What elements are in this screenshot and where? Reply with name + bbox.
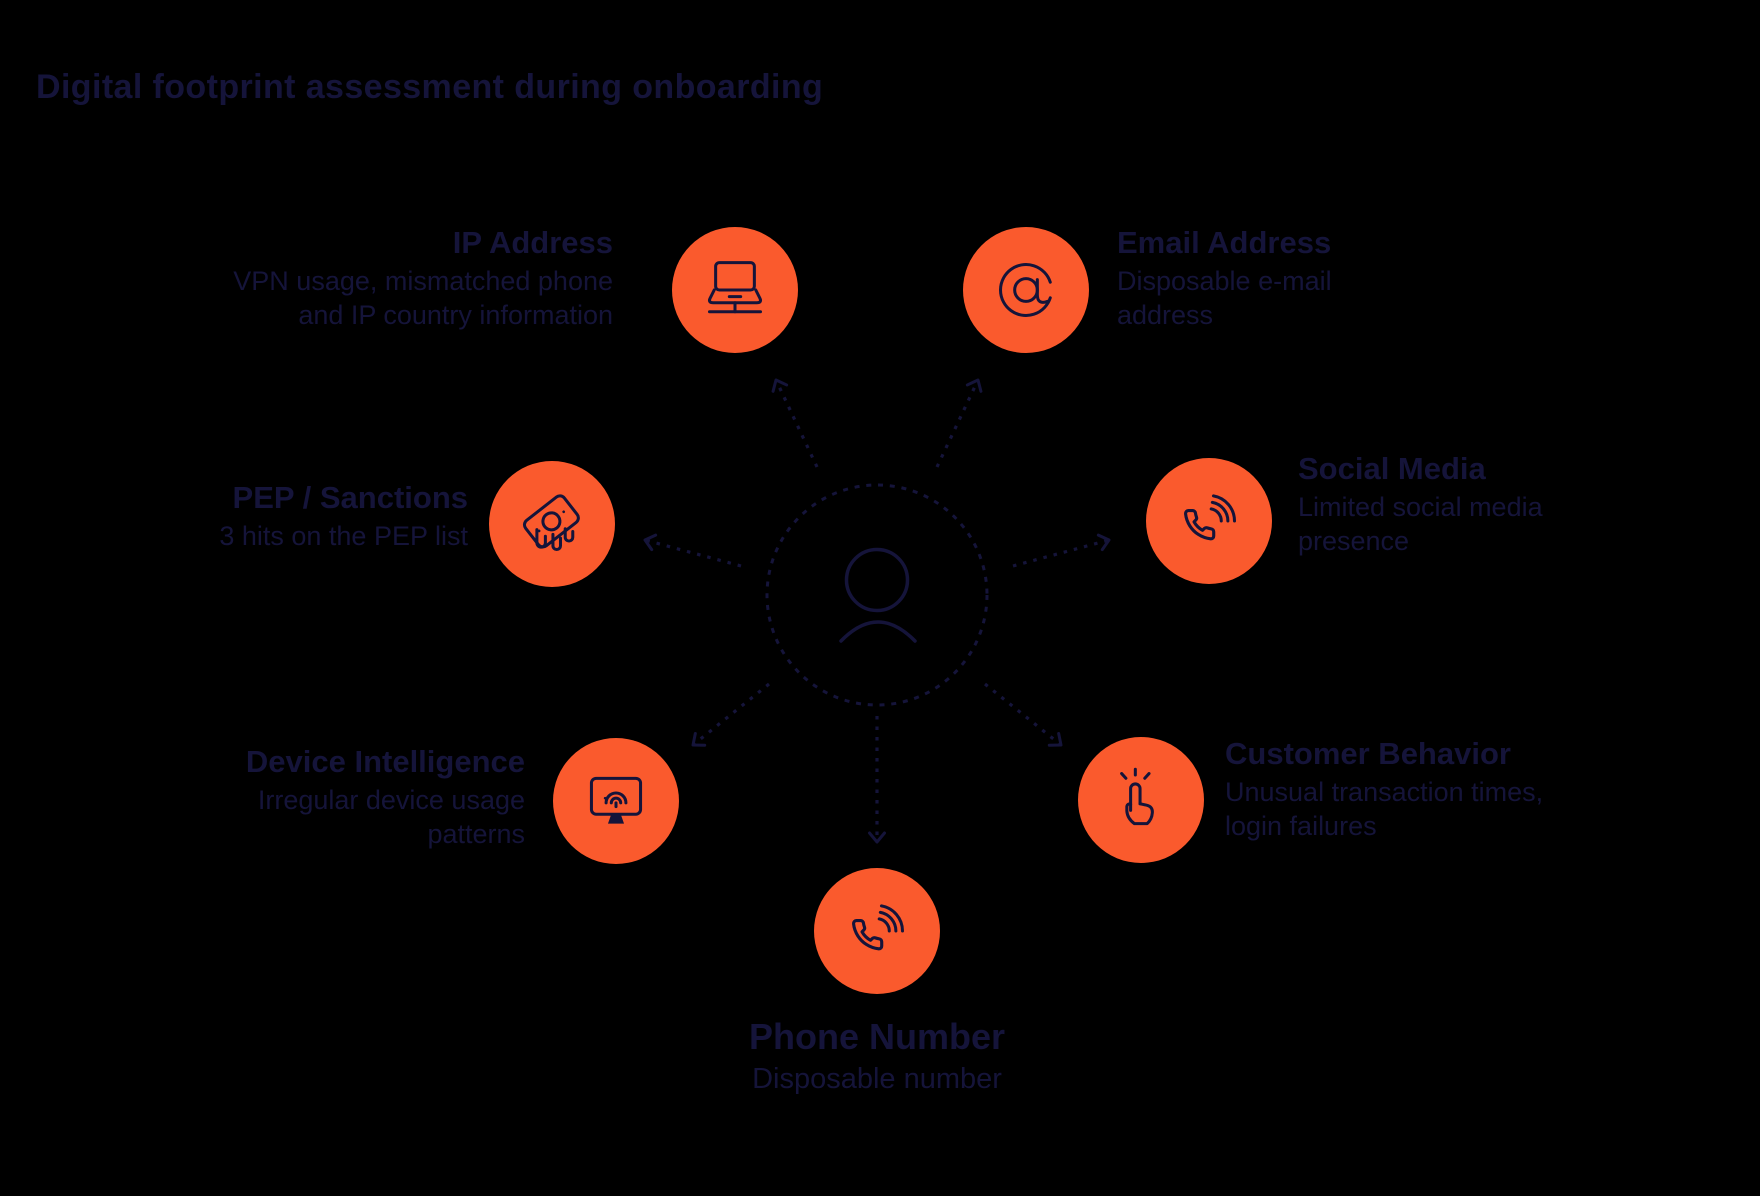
- device-intelligence-title: Device Intelligence: [245, 744, 525, 779]
- device-intelligence-circle: [553, 738, 679, 864]
- monitor-fingerprint-icon: [589, 776, 643, 824]
- phone-number-title: Phone Number: [748, 1016, 1006, 1057]
- device-intelligence-description: Irregular device usage patterns: [257, 785, 525, 849]
- social-media-description: Limited social media presence: [1298, 492, 1543, 556]
- device-intelligence-label-block: Device Intelligence Irregular device usa…: [246, 741, 525, 851]
- email-address-label-block: Email Address Disposable e-mail address: [1117, 222, 1332, 332]
- email-address-description: Disposable e-mail address: [1117, 266, 1332, 330]
- arrow-to-pep-sanctions: [643, 533, 742, 568]
- ip-address-label-block: IP Address VPN usage, mismatched phone a…: [233, 222, 613, 332]
- phone-call-icon: [1184, 494, 1237, 541]
- pep-sanctions-title: PEP / Sanctions: [232, 480, 468, 515]
- phone-number-description: Disposable number: [752, 1063, 1002, 1095]
- phone-call-icon: [852, 904, 905, 951]
- ip-address-title: IP Address: [452, 225, 613, 260]
- arrow-to-customer-behavior: [983, 682, 1063, 747]
- customer-behavior-description: Unusual transaction times, login failure…: [1225, 777, 1544, 841]
- pep-sanctions-circle: [489, 461, 615, 587]
- customer-behavior-label-block: Customer Behavior Unusual transaction ti…: [1225, 733, 1543, 843]
- banknote-icon: [522, 494, 580, 551]
- social-media-circle: [1146, 458, 1272, 584]
- arrow-to-social-media: [1012, 533, 1111, 568]
- tap-click-icon: [1120, 767, 1154, 826]
- ip-address-description: VPN usage, mismatched phone and IP count…: [233, 266, 613, 330]
- at-sign-icon: [999, 263, 1052, 317]
- ip-address-circle: [672, 227, 798, 353]
- phone-number-circle: [814, 868, 940, 994]
- social-media-label-block: Social Media Limited social media presen…: [1298, 448, 1543, 558]
- arrow-to-email-address: [935, 378, 983, 468]
- customer-behavior-circle: [1078, 737, 1204, 863]
- laptop-icon: [707, 261, 763, 314]
- person-icon: [839, 547, 917, 643]
- email-address-title: Email Address: [1117, 225, 1332, 260]
- customer-behavior-title: Customer Behavior: [1225, 736, 1511, 771]
- pep-sanctions-description: 3 hits on the PEP list: [219, 521, 468, 551]
- center-dashed-circle: [765, 483, 989, 707]
- page-title: Digital footprint assessment during onbo…: [36, 68, 824, 106]
- phone-number-label-block: Phone Number Disposable number: [677, 1014, 1077, 1098]
- email-address-circle: [963, 227, 1089, 353]
- arrow-to-device-intelligence: [691, 682, 771, 747]
- arrow-to-ip-address: [771, 378, 819, 468]
- pep-sanctions-label-block: PEP / Sanctions 3 hits on the PEP list: [219, 477, 468, 553]
- social-media-title: Social Media: [1298, 451, 1486, 486]
